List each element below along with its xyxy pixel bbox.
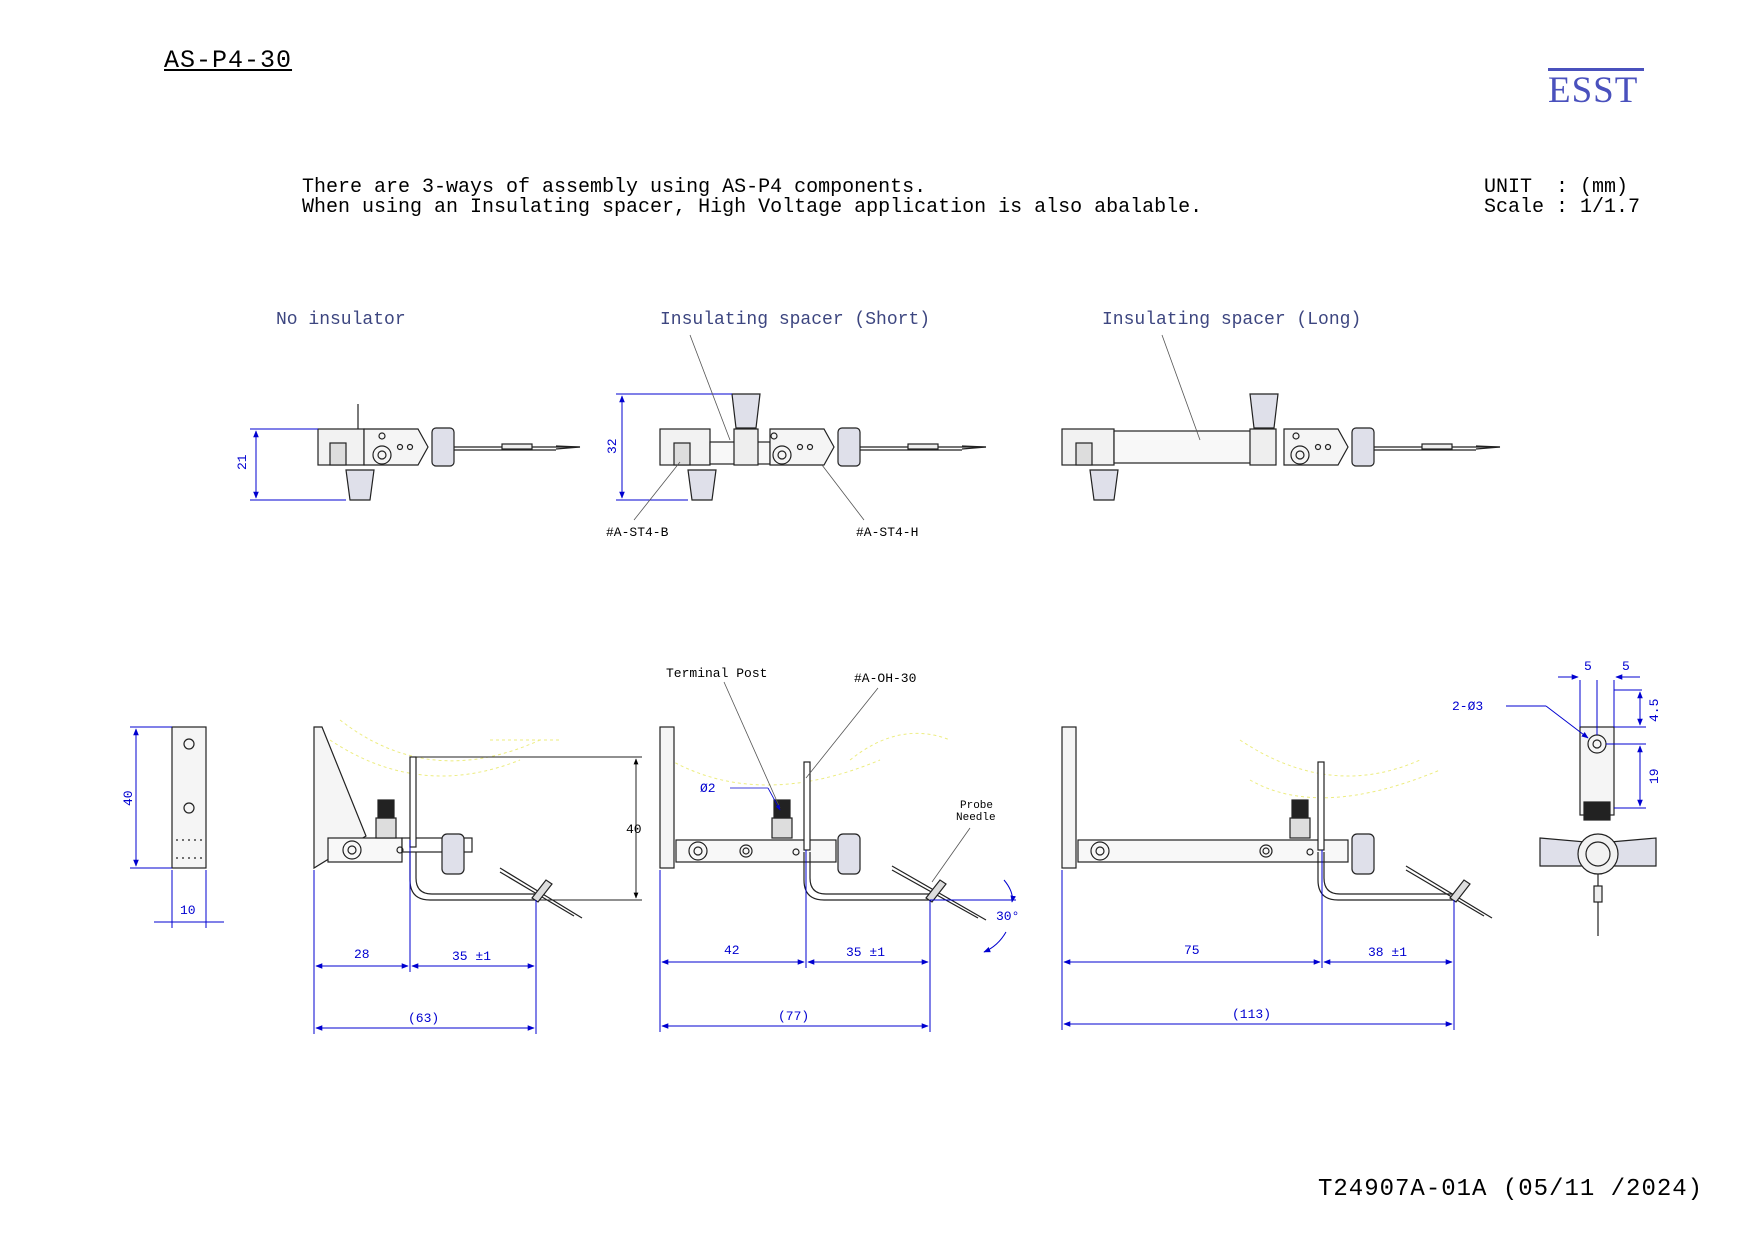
- document-number: T24907A-01A (05/11 /2024): [1318, 1176, 1704, 1203]
- leader-long-spacer: [1161, 334, 1201, 441]
- dim-angle-30: 30°: [996, 909, 1019, 924]
- dim-top-height-a: 21: [235, 454, 250, 470]
- dim-bracket: [130, 726, 224, 928]
- label-mounting-holes: 2-Ø3: [1452, 699, 1483, 714]
- dim-side-height-40: 40: [626, 822, 642, 837]
- dim-config2-b: 35 ±1: [846, 945, 885, 960]
- dim-bracket-width: 10: [180, 903, 196, 918]
- end-view: [1539, 726, 1657, 936]
- label-holder-side: #A-OH-30: [854, 671, 916, 686]
- dim-config3: [1061, 850, 1455, 1030]
- label-diameter: Ø2: [700, 781, 716, 796]
- dim-end-right-a: 4.5: [1647, 699, 1662, 722]
- dim-bracket-height: 40: [121, 790, 136, 806]
- dim-side-height: [416, 756, 642, 901]
- dim-end-top-a: 5: [1584, 659, 1592, 674]
- side-view-no-insulator: [313, 719, 583, 919]
- top-view-no-insulator: [317, 404, 581, 501]
- side-view-long-spacer: [1061, 726, 1493, 919]
- dim-config2-total: (77): [778, 1009, 809, 1024]
- dim-end-view: [1506, 674, 1646, 809]
- side-view-short-spacer: [659, 681, 987, 921]
- config-title-long-spacer: Insulating spacer (Long): [1102, 310, 1362, 330]
- label-probe-line1: Probe: [960, 800, 993, 812]
- part-number: AS-P4-30: [164, 46, 293, 75]
- dim-config1: [313, 840, 537, 1034]
- description-line-1: There are 3-ways of assembly using AS-P4…: [302, 176, 927, 199]
- bracket-view: [171, 726, 207, 869]
- dim-config2: [659, 850, 931, 1032]
- dim-config1-a: 28: [354, 947, 370, 962]
- dim-config1-b: 35 ±1: [452, 949, 491, 964]
- dim-config3-total: (113): [1232, 1007, 1271, 1022]
- logo-text: ESST: [1548, 70, 1639, 111]
- label-terminal-post: Terminal Post: [666, 666, 767, 681]
- dim-config2-a: 42: [724, 943, 740, 958]
- label-probe-line2: Needle: [956, 812, 996, 824]
- dim-config3-a: 75: [1184, 943, 1200, 958]
- top-view-long-spacer: [1061, 393, 1501, 501]
- config-title-no-insulator: No insulator: [276, 310, 406, 330]
- logo-bar: [1548, 68, 1645, 71]
- config-title-short-spacer: Insulating spacer (Short): [660, 310, 931, 330]
- label-base: #A-ST4-B: [606, 525, 669, 540]
- dim-top-21: [250, 428, 346, 501]
- dim-top-height-b: 32: [605, 438, 620, 454]
- dim-end-right-b: 19: [1647, 768, 1662, 784]
- company-logo: ESST: [1548, 68, 1645, 111]
- unit-line: UNIT : (mm): [1484, 176, 1629, 199]
- description-line-2: When using an Insulating spacer, High Vo…: [302, 196, 1203, 219]
- leader-lines-top: [633, 334, 865, 521]
- label-holder-top: #A-ST4-H: [856, 525, 918, 540]
- dim-config1-total: (63): [408, 1011, 439, 1026]
- dim-end-top-b: 5: [1622, 659, 1630, 674]
- top-view-short-spacer: [659, 393, 987, 501]
- dim-config3-b: 38 ±1: [1368, 945, 1407, 960]
- dim-angle: [930, 879, 1016, 953]
- scale-line: Scale : 1/1.7: [1484, 196, 1641, 219]
